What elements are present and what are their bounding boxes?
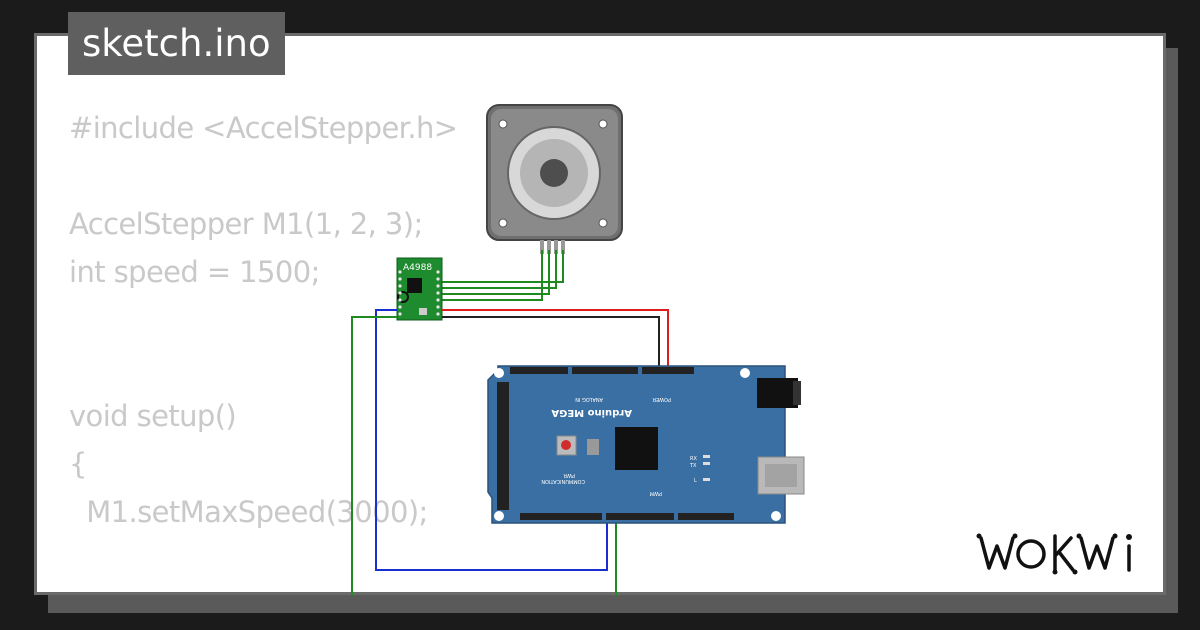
code-line: M1.setMaxSpeed(3000); bbox=[69, 495, 428, 529]
led-tx-label: TX bbox=[689, 463, 697, 469]
code-line: int speed = 1500; bbox=[69, 255, 320, 289]
led-rx-label: RX bbox=[690, 456, 697, 462]
power-label: POWER bbox=[652, 396, 671, 402]
code-line: AccelStepper M1(1, 2, 3); bbox=[69, 207, 423, 241]
board-name: Arduino MEGA bbox=[551, 407, 632, 418]
wokwi-logo bbox=[976, 533, 1132, 575]
led-l-label: L bbox=[694, 478, 697, 484]
vmot-wire bbox=[442, 309, 669, 369]
code-line: } bbox=[69, 584, 457, 592]
dir-wire-left bbox=[351, 316, 397, 596]
driver-label: A4988 bbox=[403, 263, 432, 273]
pwm-label: PWM bbox=[650, 490, 662, 496]
a4988-driver[interactable]: A4988 bbox=[396, 257, 443, 321]
motor-wires bbox=[442, 250, 564, 301]
communication-label: COMMUNICATION bbox=[541, 478, 585, 484]
stepper-motor[interactable] bbox=[486, 104, 623, 254]
analog-in-label: ANALOG IN bbox=[575, 396, 603, 402]
file-tab[interactable]: sketch.ino bbox=[68, 12, 285, 75]
gnd-wire bbox=[442, 316, 660, 369]
code-line: void setup() bbox=[69, 399, 237, 433]
arduino-mega-board[interactable]: RX TX L Arduino MEGA ANALOG IN POWER COM… bbox=[487, 365, 805, 524]
code-line: #include <AccelStepper.h> bbox=[69, 111, 458, 145]
code-listing: #include <AccelStepper.h> AccelStepper M1… bbox=[69, 104, 458, 592]
pwr-label: PWR bbox=[563, 472, 575, 478]
code-line: { bbox=[69, 447, 87, 481]
step-wire bbox=[375, 309, 608, 571]
